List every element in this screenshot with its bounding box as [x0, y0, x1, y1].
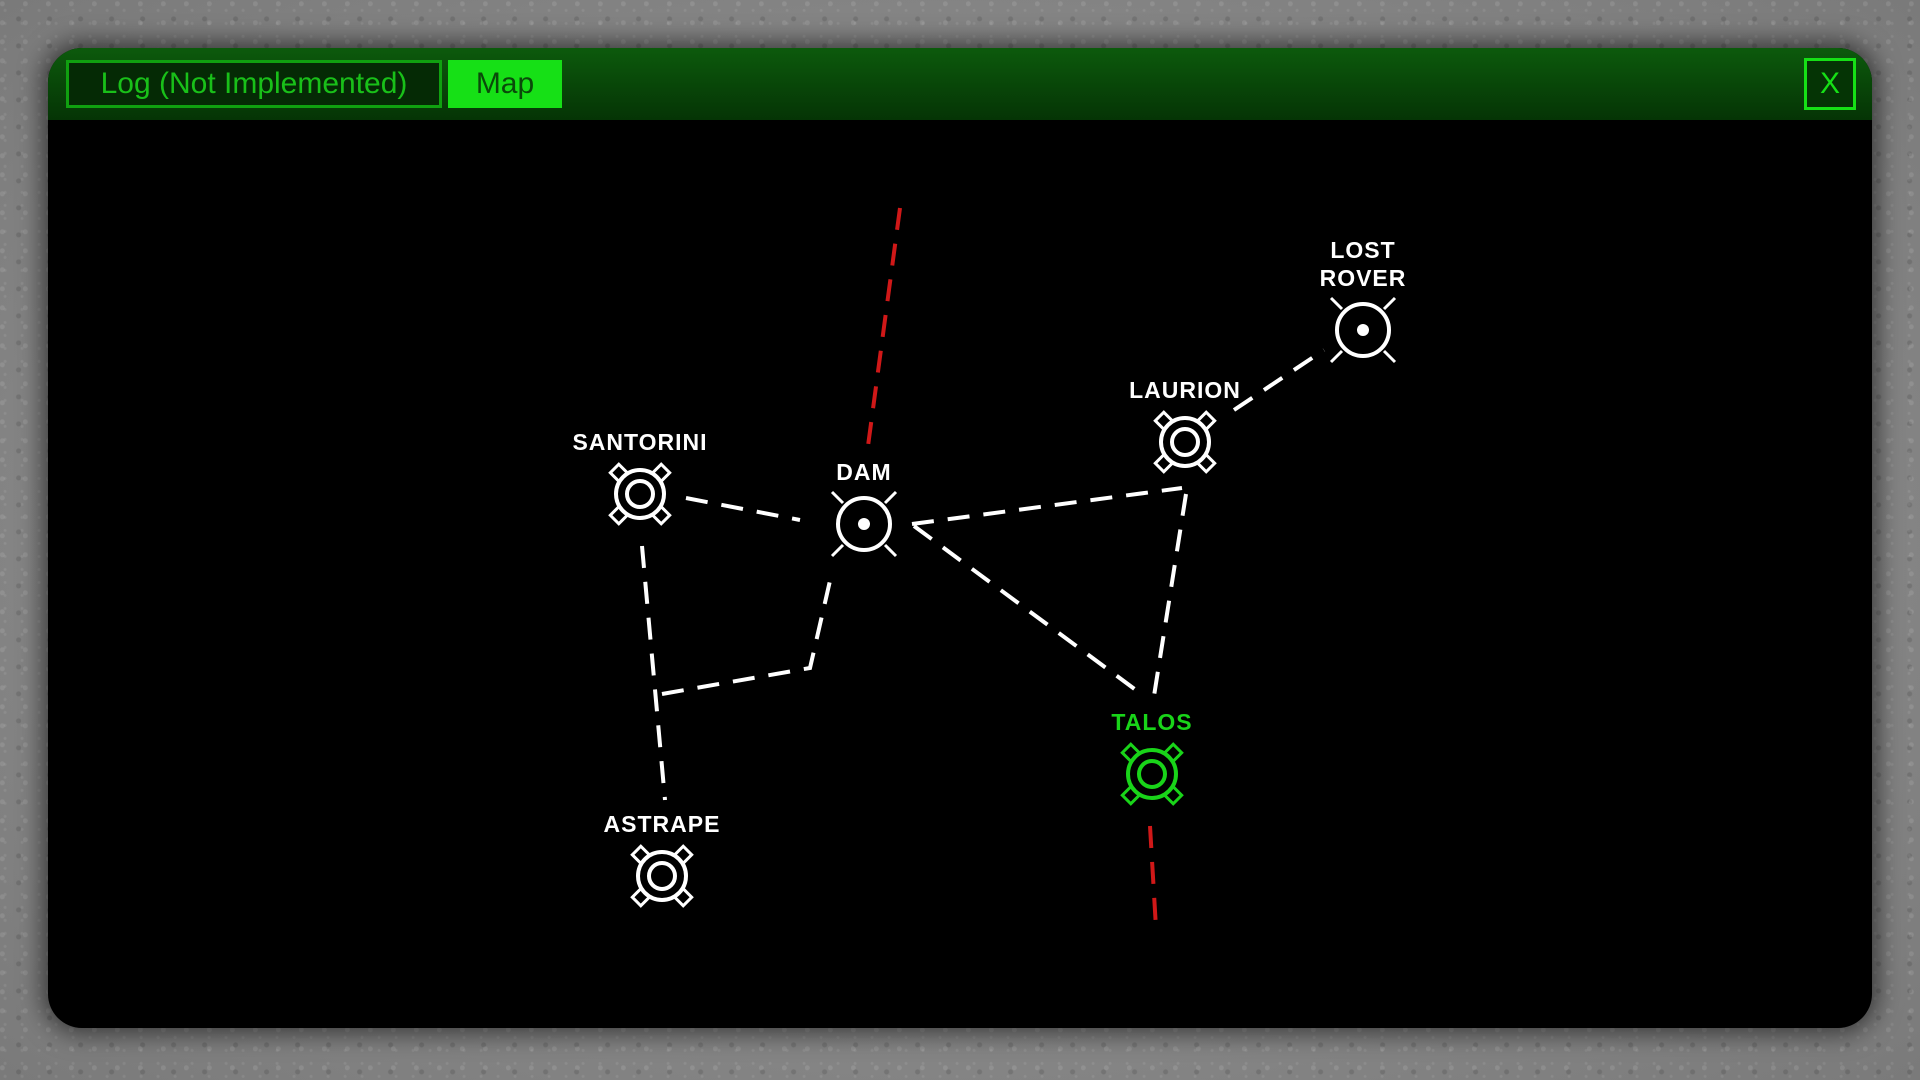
- route-junction-dam: [661, 571, 834, 696]
- node-label-lost-rover-line1: LOST: [1330, 237, 1395, 263]
- crosshair-target-icon: [1329, 296, 1397, 364]
- crosshair-target-icon: [830, 490, 898, 558]
- route-dam-talos: [912, 524, 1146, 698]
- node-label-astrape: ASTRAPE: [604, 811, 721, 837]
- map-window: Log (Not Implemented) Map X: [48, 48, 1872, 1028]
- gear-target-icon: [587, 441, 693, 547]
- blocked-route-north: [866, 207, 902, 447]
- node-label-santorini: SANTORINI: [572, 429, 707, 455]
- gear-target-icon: [609, 823, 715, 929]
- route-santorini-dam: [685, 496, 801, 522]
- node-label-laurion: LAURION: [1129, 377, 1241, 403]
- node-label-dam: DAM: [836, 459, 891, 485]
- route-lines: [640, 348, 1326, 801]
- route-laurion-talos: [1152, 493, 1188, 697]
- map-node-santorini[interactable]: SANTORINI: [572, 429, 707, 547]
- map-node-laurion[interactable]: LAURION: [1129, 377, 1241, 495]
- top-bar: Log (Not Implemented) Map X: [48, 48, 1872, 120]
- node-label-lost-rover-line2: ROVER: [1320, 265, 1407, 291]
- map-area: SANTORINI DAM LAURION LOST ROVER TALOS A…: [572, 207, 1407, 929]
- blocked-routes: [866, 207, 1158, 929]
- map-node-lost-rover[interactable]: LOST ROVER: [1320, 237, 1407, 364]
- close-button[interactable]: X: [1804, 58, 1856, 110]
- gear-target-icon: [1099, 721, 1205, 827]
- route-santorini-astrape: [640, 545, 667, 801]
- tab-map[interactable]: Map: [448, 60, 562, 108]
- map-node-dam[interactable]: DAM: [830, 459, 898, 558]
- route-laurion-lost-rover: [1232, 348, 1326, 412]
- map-node-astrape[interactable]: ASTRAPE: [604, 811, 721, 929]
- gear-target-icon: [1132, 389, 1238, 495]
- node-label-talos: TALOS: [1111, 709, 1192, 735]
- map-node-talos[interactable]: TALOS: [1099, 709, 1205, 827]
- blocked-route-south: [1148, 825, 1158, 929]
- route-dam-laurion: [911, 486, 1183, 526]
- tab-log[interactable]: Log (Not Implemented): [66, 60, 442, 108]
